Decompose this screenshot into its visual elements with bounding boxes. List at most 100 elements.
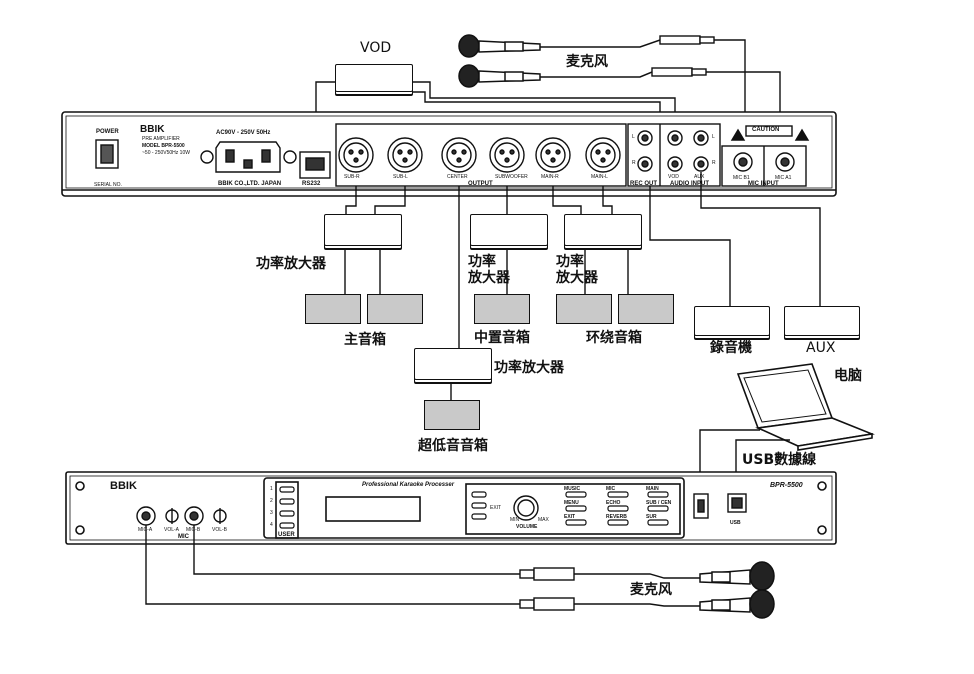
xlr-jack-inner xyxy=(494,142,520,168)
output-jack-label: SUBWOOFER xyxy=(495,174,528,180)
aux-label: AUX xyxy=(806,340,836,356)
function-button-label: EXIT xyxy=(564,514,576,520)
serial-label: SERIAL NO. xyxy=(94,182,122,188)
user-preset-number: 1 xyxy=(270,486,273,492)
front-knob-label: MIC-B xyxy=(186,527,201,533)
mic-a1-label: MIC A1 xyxy=(775,175,792,181)
amp-center-box xyxy=(470,214,548,246)
mic-plug-bottom-1 xyxy=(519,567,700,581)
xlr-jack-inner xyxy=(540,142,566,168)
xlr-pin xyxy=(358,149,364,155)
xlr-pin xyxy=(407,149,413,155)
model-line-1: PRE AMPLIFIER xyxy=(142,136,180,142)
function-buttons xyxy=(565,491,669,526)
xlr-pin xyxy=(509,149,515,155)
function-button-label: MUSIC xyxy=(564,486,581,492)
front-controls xyxy=(136,493,747,526)
amp-surround-label-1: 功率 xyxy=(556,254,584,270)
power-label: POWER xyxy=(96,129,119,135)
front-mic-label: MIC xyxy=(178,534,189,540)
user-buttons xyxy=(279,486,487,529)
xlr-connectors xyxy=(338,137,621,173)
xlr-pin xyxy=(456,157,462,163)
output-block xyxy=(335,123,627,187)
speaker-surround-left xyxy=(556,294,612,324)
front-panel xyxy=(65,471,837,545)
amp-main-label: 功率放大器 xyxy=(256,256,326,272)
rec-l-label: L xyxy=(632,134,635,140)
user-preset-number: 4 xyxy=(270,522,273,528)
aux-r-label: R xyxy=(712,160,716,166)
function-button-label: ECHO xyxy=(606,500,621,506)
xlr-jack-inner xyxy=(446,142,472,168)
front-title: Professional Karaoke Processer xyxy=(362,482,455,488)
mic-plug-bottom-2 xyxy=(519,597,700,611)
front-usb-label: USB xyxy=(730,520,741,526)
mic-input-label: MIC INPUT xyxy=(748,181,779,187)
volume-label: VOLUME xyxy=(516,524,538,530)
rs232-port xyxy=(299,151,331,179)
ac-label: AC90V - 250V 50Hz xyxy=(216,130,271,136)
function-button-label: MENU xyxy=(564,500,579,506)
xlr-pin xyxy=(461,149,467,155)
xlr-jack-inner xyxy=(590,142,616,168)
output-label: OUTPUT xyxy=(468,181,493,187)
xlr-pin xyxy=(504,157,510,163)
xlr-pin xyxy=(545,149,551,155)
amp-center-label-2: 放大器 xyxy=(468,270,510,286)
xlr-jack-inner xyxy=(392,142,418,168)
rs232-label: RS232 xyxy=(302,181,321,187)
speaker-main-label: 主音箱 xyxy=(344,332,386,348)
user-preset-number: 3 xyxy=(270,510,273,516)
usb-cable-label: USB數據線 xyxy=(742,452,817,468)
recorder-label: 錄音機 xyxy=(710,340,752,356)
output-jack-label: MAIN-R xyxy=(541,174,559,180)
xlr-pin xyxy=(600,157,606,163)
front-user-label: USER xyxy=(278,532,295,538)
microphone-bottom-2 xyxy=(699,589,775,619)
caution-label: CAUTION xyxy=(752,127,780,133)
speaker-center xyxy=(474,294,530,324)
function-button-label: MAIN xyxy=(646,486,659,492)
computer-label: 电脑 xyxy=(834,368,862,384)
mic-top-label: 麦克风 xyxy=(566,54,608,70)
xlr-pin xyxy=(353,157,359,163)
xlr-pin xyxy=(402,157,408,163)
volume-min-label: MIN xyxy=(510,517,520,523)
model-line-3: ~50 - 250V50Hz 10W xyxy=(142,150,190,156)
vod-jack-label: VOD xyxy=(668,174,679,180)
mic-b1-label: MIC B1 xyxy=(733,175,750,181)
speaker-main-left xyxy=(305,294,361,324)
ac-socket xyxy=(200,141,297,173)
rca-block xyxy=(627,123,721,187)
output-jack-label: CENTER xyxy=(447,174,468,180)
amp-sub-box xyxy=(414,348,492,380)
user-preset-number: 2 xyxy=(270,498,273,504)
aux-box xyxy=(784,306,860,336)
front-knob-label: VOL-A xyxy=(164,527,180,533)
speaker-center-label: 中置音箱 xyxy=(474,330,530,346)
speaker-surround-label: 环绕音箱 xyxy=(586,330,642,346)
vod-box xyxy=(335,64,413,92)
company-label: BBIK CO.,LTD. JAPAN xyxy=(218,181,282,187)
output-jack-label: SUB-R xyxy=(344,174,360,180)
speaker-surround-right xyxy=(618,294,674,324)
xlr-pin xyxy=(348,149,354,155)
rec-r-label: R xyxy=(632,160,636,166)
xlr-pin xyxy=(550,157,556,163)
mic-bottom-label: 麦克风 xyxy=(630,582,672,598)
microphone-top-2 xyxy=(458,64,700,88)
xlr-pin xyxy=(555,149,561,155)
speaker-sub xyxy=(424,400,480,430)
front-exit-label: EXIT xyxy=(490,505,502,511)
aux-l-label: L xyxy=(712,134,715,140)
function-button-label: REVERB xyxy=(606,514,627,520)
rec-out-label: REC OUT xyxy=(630,181,657,187)
output-jack-label: SUB-L xyxy=(393,174,408,180)
xlr-jack-inner xyxy=(343,142,369,168)
output-jack-label: MAIN-L xyxy=(591,174,608,180)
recorder-box xyxy=(694,306,770,336)
volume-max-label: MAX xyxy=(538,517,549,523)
